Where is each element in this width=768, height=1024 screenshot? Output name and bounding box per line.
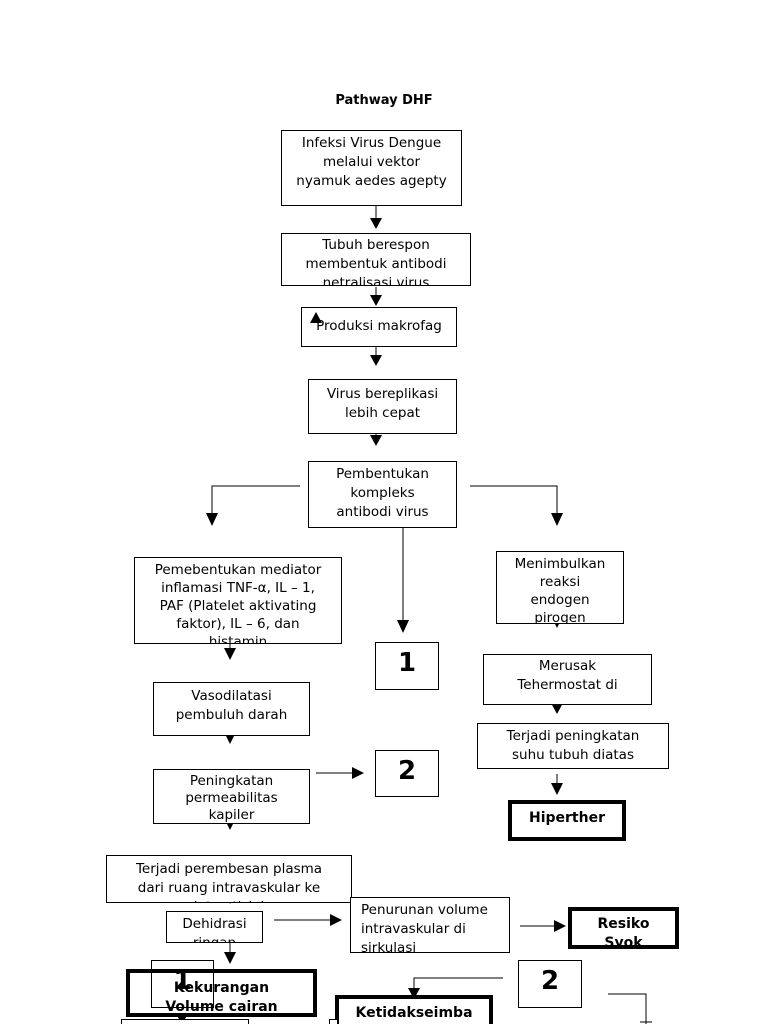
node-terjadi-perembesan: Terjadi perembesan plasma dari ruang int… [106, 855, 352, 903]
node-infeksi-virus: Infeksi Virus Dengue melalui vektor nyam… [281, 130, 462, 206]
node-virus-bereplikasi: Virus bereplikasi lebih cepat [308, 379, 457, 434]
connector-number-2b: 2 [518, 960, 582, 1008]
arrowhead [370, 435, 382, 446]
node-resiko-syok: Resiko Syok [568, 907, 679, 949]
connector-right-bottom [608, 993, 647, 1024]
node-pembentukan-kompleks: Pembentukan kompleks antibodi virus [308, 461, 457, 528]
node-bottom-left-partial [121, 1019, 249, 1024]
node-peningkatan-permeabilitas: Peningkatan permeabilitas kapiler [153, 769, 310, 824]
arrowhead [224, 648, 236, 660]
connector-number-2a: 2 [375, 750, 439, 797]
arrowhead [352, 767, 364, 779]
arrowhead [397, 620, 409, 633]
arrowhead [370, 355, 382, 366]
node-dehidrasi: Dehidrasi ringan [166, 911, 263, 943]
node-mediator-inflamasi: Pemebentukan mediator inflamasi TNF-α, I… [134, 557, 342, 644]
arrowhead [554, 920, 566, 932]
node-vasodilatasi: Vasodilatasi pembuluh darah [153, 682, 310, 736]
node-produksi-makrofag: Produksi makrofag [301, 307, 457, 347]
arrowhead [370, 218, 382, 229]
arrowhead [224, 952, 236, 964]
node-penurunan-volume: Penurunan volume intravaskular di sirkul… [350, 897, 510, 953]
node-ketidakseimbangan: Ketidakseimba ngan [335, 995, 493, 1024]
node-hiperther: Hiperther [508, 800, 626, 841]
connector-number-1b: 1 [151, 960, 214, 1008]
node-bottom-mid-partial [329, 1019, 337, 1024]
diagram-title: Pathway DHF [335, 93, 433, 108]
arrowhead [206, 513, 218, 526]
node-menimbulkan-reaksi: Menimbulkan reaksi endogen pirogen [496, 551, 624, 624]
node-tubuh-berespon: Tubuh berespon membentuk antibodi netral… [281, 233, 471, 286]
connector-number-1a: 1 [375, 642, 439, 690]
node-merusak-thermostat: Merusak Tehermostat di [483, 654, 652, 705]
arrowhead [330, 914, 342, 926]
arrowhead [551, 783, 563, 795]
branch-left [211, 485, 300, 514]
arrowhead [551, 513, 563, 526]
node-terjadi-peningkatan-suhu: Terjadi peningkatan suhu tubuh diatas [477, 723, 669, 769]
connector-2b-ketidak [413, 977, 503, 990]
node-kekurangan-volume: Kekurangan Volume cairan [126, 969, 317, 1017]
arrowhead [370, 295, 382, 306]
branch-right [470, 485, 558, 514]
